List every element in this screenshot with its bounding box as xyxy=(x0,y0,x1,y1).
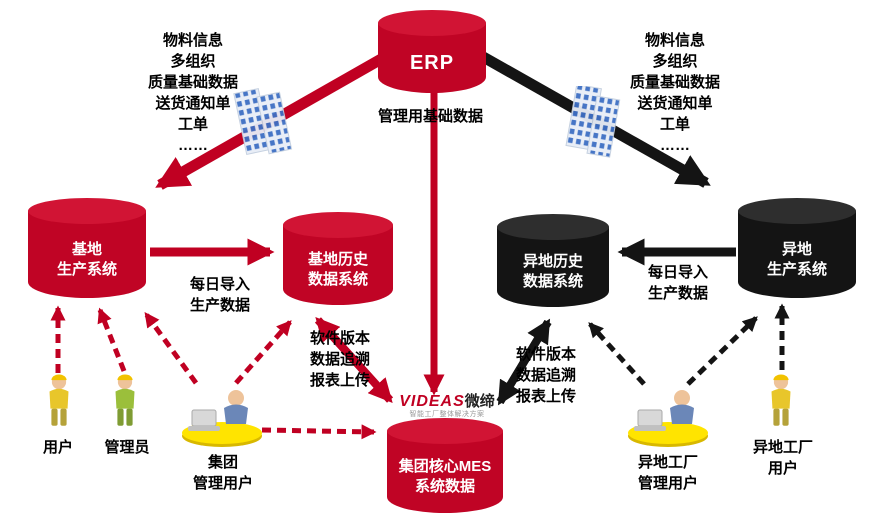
logo-brand-text: VIDEAS xyxy=(399,393,465,410)
cylinder-label: 数据系统 xyxy=(307,271,368,288)
erp-down-arrow-label: 管理用基础数据 xyxy=(378,108,484,125)
daily-import-label-right: 每日导入 生产数据 xyxy=(630,262,726,304)
feed-item: 送货通知单 xyxy=(155,95,231,112)
label-line: 报表上传 xyxy=(515,388,576,405)
videas-logo: VIDEAS微缔 智能工厂整体解决方案 xyxy=(391,393,503,418)
arrow-groupadmin-to-base-history xyxy=(234,320,292,385)
label-line: 每日导入 xyxy=(647,264,708,281)
remote-admin-label: 异地工厂 管理用户 xyxy=(622,452,714,494)
base-history-system: 基地历史 数据系统 xyxy=(283,212,393,305)
user-label: 用户 xyxy=(42,439,73,456)
arrow-remoteadmin-to-remote-history xyxy=(588,322,646,386)
group-admin-label: 集团 管理用户 xyxy=(177,452,269,494)
group-admin-desk-icon xyxy=(182,390,262,447)
daily-import-label-left: 每日导入 生产数据 xyxy=(172,274,268,316)
sync-label-right: 软件版本 数据追溯 报表上传 xyxy=(500,344,592,407)
feed-item: 物料信息 xyxy=(162,32,223,49)
label-line: 异地工厂 xyxy=(752,439,813,456)
label-line: 报表上传 xyxy=(309,372,370,389)
feed-item: 物料信息 xyxy=(644,32,705,49)
arrow-admin-to-base xyxy=(97,307,127,372)
cylinder-label: 异地 xyxy=(781,240,812,258)
cylinder-top xyxy=(387,418,503,444)
label-line: 生产数据 xyxy=(189,297,250,314)
label-line: 管理用户 xyxy=(192,475,253,492)
feed-item: 多组织 xyxy=(170,53,216,70)
feed-item: …… xyxy=(178,137,208,154)
cylinder-top xyxy=(28,198,146,224)
label-line: 异地工厂 xyxy=(637,454,698,471)
feed-item: 送货通知单 xyxy=(637,95,713,112)
feed-item: 工单 xyxy=(659,116,690,133)
remote-admin-desk-icon xyxy=(628,390,708,447)
erp-feed-list-left: 物料信息 多组织 质量基础数据 送货通知单 工单 …… xyxy=(118,30,268,156)
erp-feed-list-right: 物料信息 多组织 质量基础数据 送货通知单 工单 …… xyxy=(600,30,750,156)
label-line: 集团 xyxy=(207,454,238,471)
feed-item: 工单 xyxy=(177,116,208,133)
cylinder-top xyxy=(378,10,486,36)
cylinder-top xyxy=(283,212,393,238)
admin-label: 管理员 xyxy=(104,439,150,456)
arrow-groupadmin-to-mes xyxy=(261,424,377,440)
logo-brand-cn-text: 微缔 xyxy=(464,393,495,410)
cylinder-label: 基地 xyxy=(71,240,102,258)
cylinder-top xyxy=(497,214,609,240)
feed-item: …… xyxy=(660,137,690,154)
cylinder-label: 生产系统 xyxy=(766,260,827,278)
cylinder-label: 基地历史 xyxy=(307,251,368,268)
label-line: 生产数据 xyxy=(647,285,708,302)
remote-production-system: 异地 生产系统 xyxy=(738,198,856,298)
cylinder-label: 异地历史 xyxy=(522,253,583,270)
remote-user-icon xyxy=(771,374,791,426)
user-icon xyxy=(49,374,69,426)
cylinder-label: 数据系统 xyxy=(522,273,583,290)
feed-item: 多组织 xyxy=(652,53,698,70)
label-line: 软件版本 xyxy=(515,346,576,363)
label-line: 数据追溯 xyxy=(515,367,576,384)
cylinder-label: 系统数据 xyxy=(414,478,475,495)
factory-building-icon-right xyxy=(565,86,621,158)
logo-tagline: 智能工厂整体解决方案 xyxy=(409,410,485,418)
arrow-groupadmin-to-base xyxy=(143,311,199,385)
factory-building-icon-left xyxy=(233,88,293,156)
arrow-mes-to-base-history xyxy=(315,317,393,403)
label-line: 管理用户 xyxy=(637,475,698,492)
label-line: 每日导入 xyxy=(189,276,250,293)
cylinder-label: 生产系统 xyxy=(56,260,117,278)
label-line: 数据追溯 xyxy=(309,351,370,368)
base-production-system: 基地 生产系统 xyxy=(28,198,146,298)
feed-item: 质量基础数据 xyxy=(629,74,720,91)
label-line: 用户 xyxy=(767,460,798,477)
arrow-remoteadmin-to-remote-production xyxy=(686,316,758,386)
remote-history-system: 异地历史 数据系统 xyxy=(497,214,609,307)
remote-user-label: 异地工厂 用户 xyxy=(742,437,824,479)
admin-icon xyxy=(115,374,135,426)
erp-database: ERP xyxy=(378,10,486,93)
sync-label-left: 软件版本 数据追溯 报表上传 xyxy=(294,328,386,391)
label-line: 软件版本 xyxy=(309,330,370,347)
mes-core-system: 集团核心MES 系统数据 xyxy=(387,418,503,513)
arrow-mes-to-remote-history xyxy=(496,318,552,405)
feed-item: 质量基础数据 xyxy=(147,74,238,91)
erp-label: ERP xyxy=(409,52,455,74)
cylinder-label: 集团核心MES xyxy=(398,458,492,475)
cylinder-top xyxy=(738,198,856,224)
